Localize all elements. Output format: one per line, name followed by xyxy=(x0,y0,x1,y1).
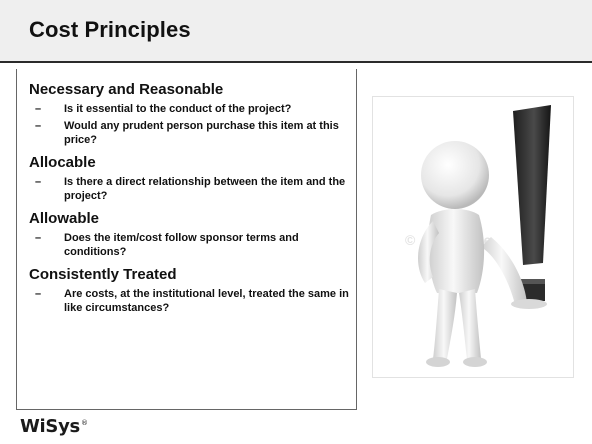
right-leg-shape xyxy=(459,289,481,359)
bullet-dash: – xyxy=(35,103,42,115)
section-heading: Allowable xyxy=(29,209,100,227)
bullet-text: Would any prudent person purchase this i… xyxy=(64,119,339,147)
figure-svg xyxy=(418,105,551,367)
bullet-item: – Would any prudent person purchase this… xyxy=(29,119,359,148)
section-allocable: Allocable – Is there a direct relationsh… xyxy=(29,153,359,204)
wisys-logo: WiSys® xyxy=(20,416,88,437)
logo-text: WiSys xyxy=(20,416,80,437)
title-bar: Cost Principles xyxy=(0,0,592,63)
bullet-dash: – xyxy=(35,231,42,244)
slide-title: Cost Principles xyxy=(29,17,191,42)
left-arm-shape xyxy=(418,221,439,283)
bullet-dash: – xyxy=(35,175,42,188)
section-heading: Allocable xyxy=(29,153,96,171)
section-heading: Consistently Treated xyxy=(29,265,177,283)
bullet-text: Is it essential to the conduct of the pr… xyxy=(64,103,292,115)
bullet-item: – Are costs, at the institutional level,… xyxy=(29,287,359,316)
bullet-dash: – xyxy=(35,287,42,300)
bullet-text: Are costs, at the institutional level, t… xyxy=(64,287,349,315)
left-leg-shape xyxy=(433,289,457,359)
bullet-item: – Is it essential to the conduct of the … xyxy=(29,102,359,117)
person-with-exclamation-mark-icon: © more.tme. xyxy=(372,96,574,378)
section-heading: Necessary and Reasonable xyxy=(29,81,224,98)
bullet-text: Is there a direct relationship between t… xyxy=(64,175,346,203)
bullet-item: – Is there a direct relationship between… xyxy=(29,175,359,204)
torso-shape xyxy=(428,209,485,293)
content-list: Necessary and Reasonable – Is it essenti… xyxy=(29,80,359,321)
content-box xyxy=(16,69,357,410)
head-shape xyxy=(421,141,489,209)
registered-mark: ® xyxy=(80,419,88,427)
bullet-dash: – xyxy=(35,119,42,132)
bullet-text: Does the item/cost follow sponsor terms … xyxy=(64,231,299,259)
bullet-item: – Does the item/cost follow sponsor term… xyxy=(29,231,359,260)
right-arm-shape xyxy=(481,237,527,305)
section-allowable: Allowable – Does the item/cost follow sp… xyxy=(29,209,359,260)
exclamation-bar-shape xyxy=(513,105,551,265)
section-consistently-treated: Consistently Treated – Are costs, at the… xyxy=(29,265,359,316)
section-necessary-reasonable: Necessary and Reasonable – Is it essenti… xyxy=(29,80,359,148)
